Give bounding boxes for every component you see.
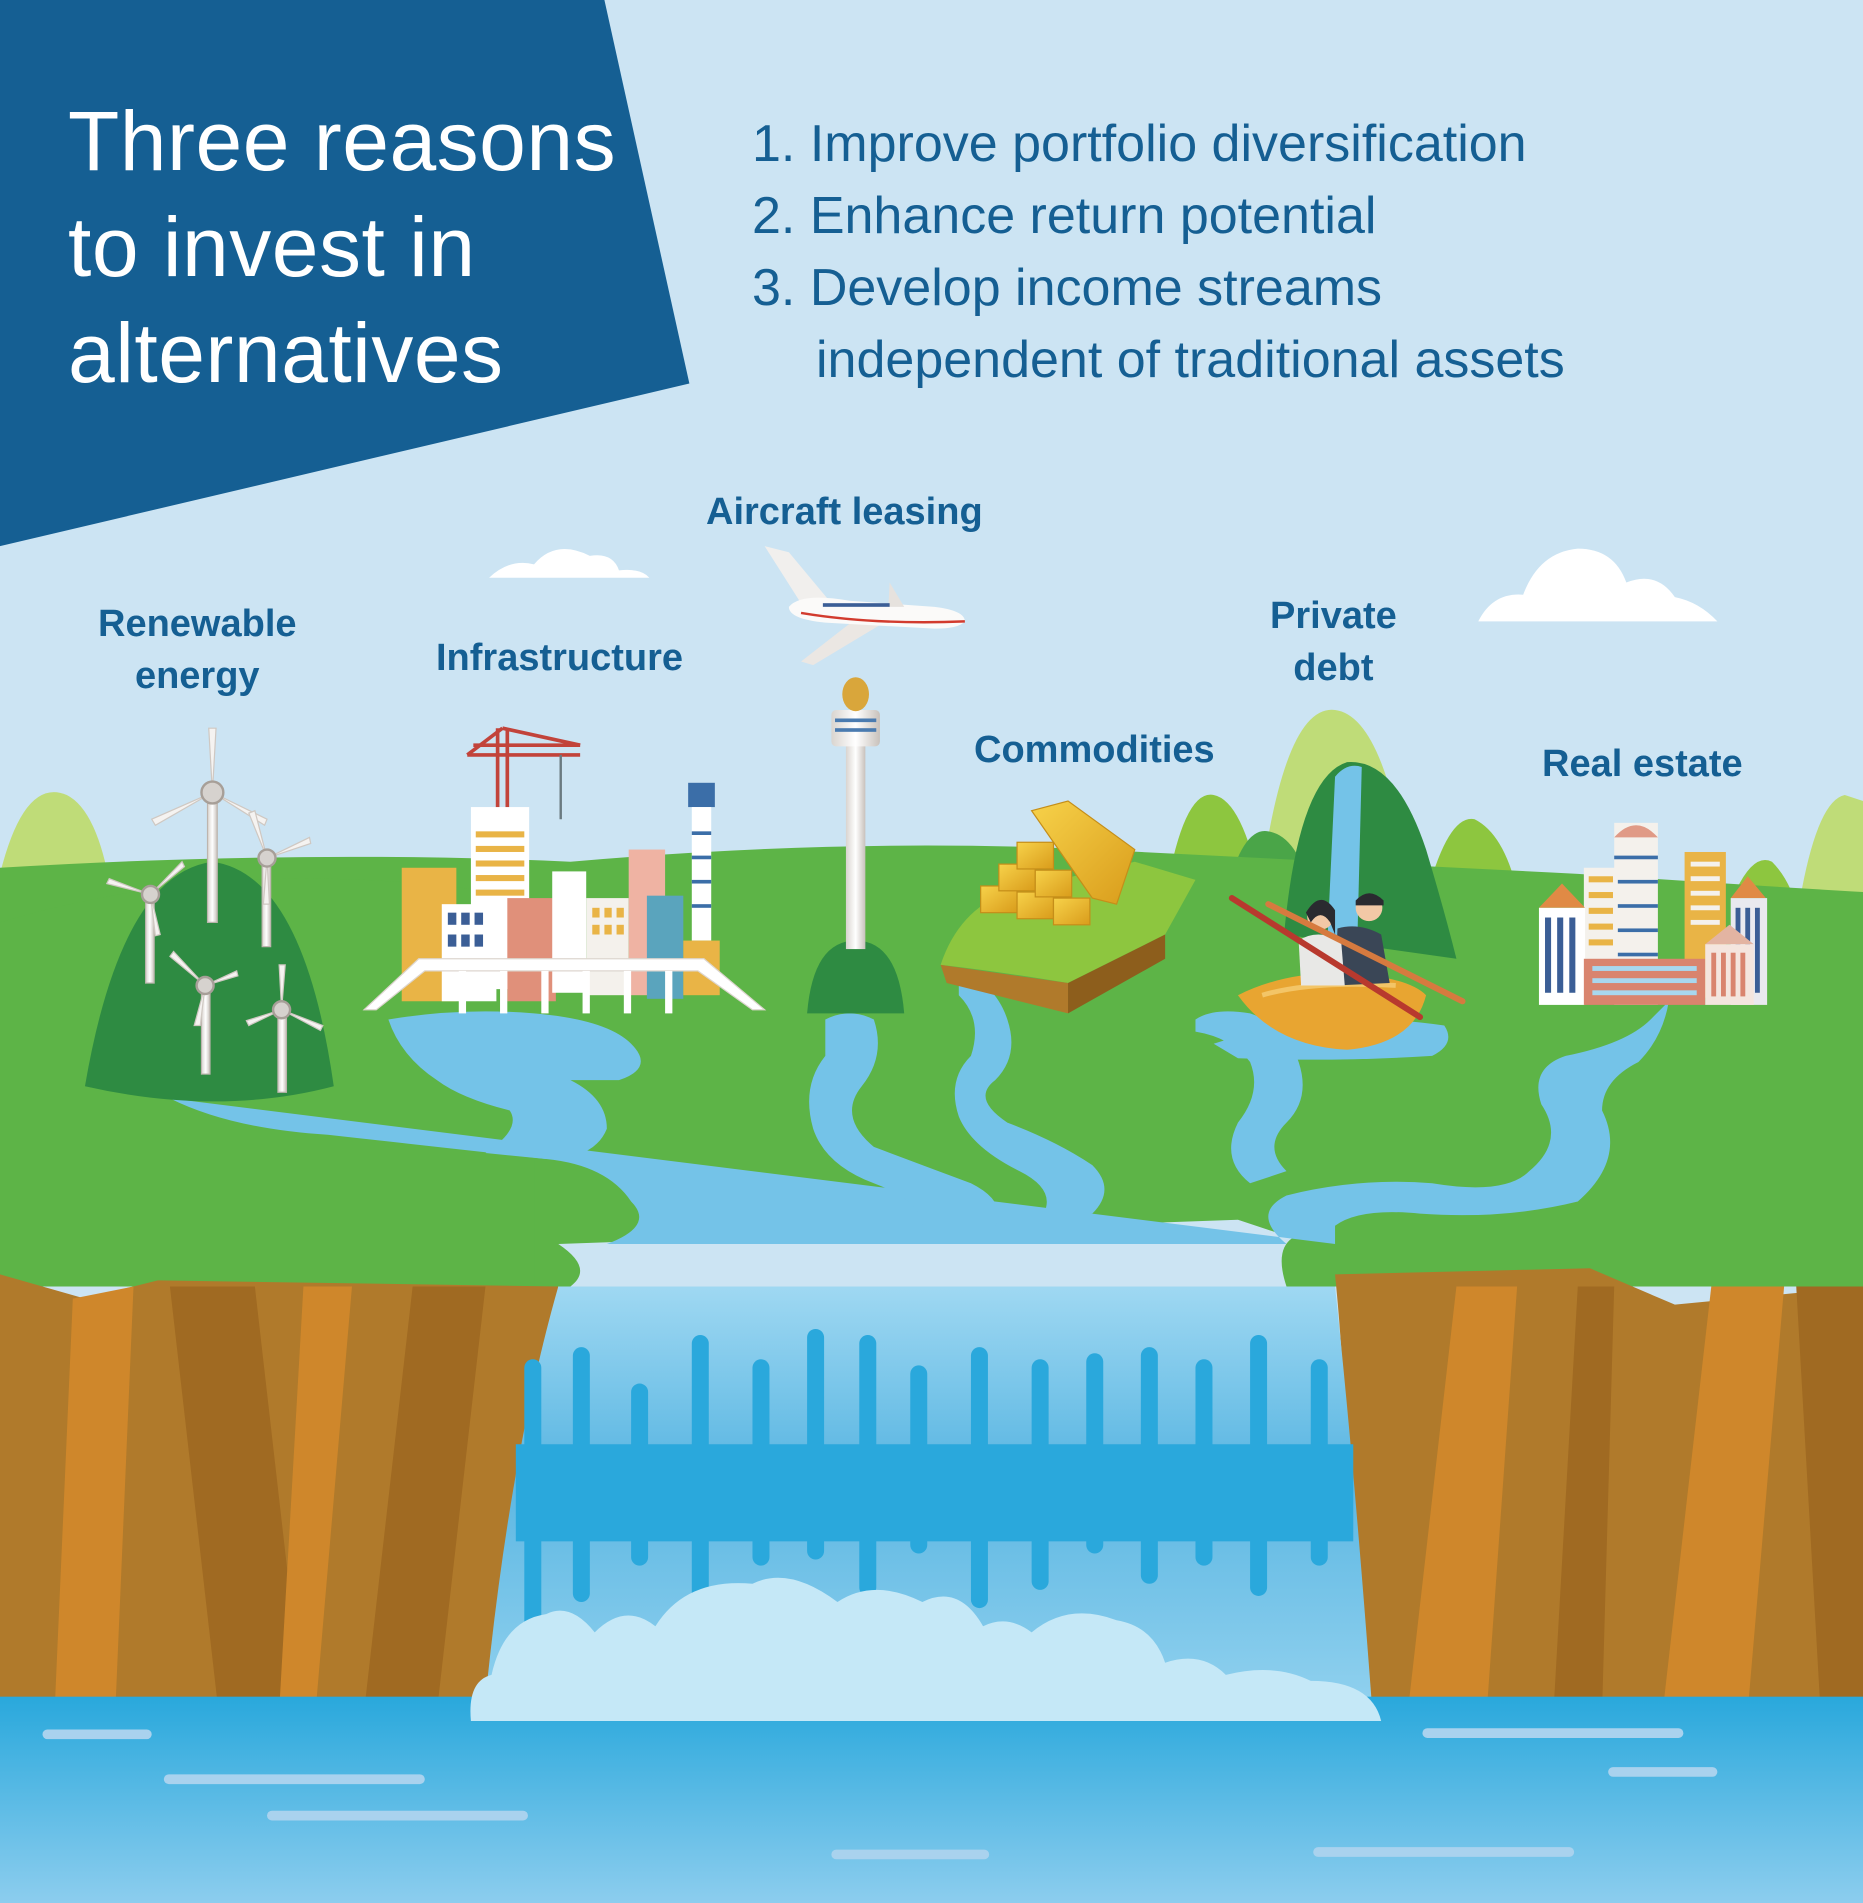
cliffs xyxy=(0,1268,1863,1712)
city-crane-bridge-icon xyxy=(362,726,767,1014)
label-private-debt: Private debt xyxy=(1270,590,1397,694)
title-line: Three reasons xyxy=(68,94,617,188)
label-renewable-energy: Renewable energy xyxy=(98,598,297,702)
page-title: Three reasons to invest in alternatives xyxy=(68,88,616,406)
reason-number: 2. xyxy=(752,187,796,245)
waterfall-streaks xyxy=(515,1328,1354,1651)
label-real-estate: Real estate xyxy=(1542,743,1743,785)
reason-number: 3. xyxy=(752,259,796,317)
gold-bars-icon xyxy=(940,800,1196,1014)
label-line: Renewable xyxy=(98,603,297,645)
reason-continuation: independent of traditional assets xyxy=(816,331,1565,389)
cloud-icon xyxy=(489,548,1718,622)
label-line: Private xyxy=(1270,595,1397,637)
reason-text: Develop income streams xyxy=(809,259,1383,317)
reason-text: Improve portfolio diversification xyxy=(809,115,1527,173)
airplane-icon xyxy=(764,546,965,666)
wind-turbines-icon xyxy=(84,727,334,1102)
label-line: debt xyxy=(1293,647,1374,689)
title-line: alternatives xyxy=(68,306,504,400)
reasons-list: 1. Improve portfolio diversification 2. … xyxy=(752,108,1565,396)
label-line: energy xyxy=(134,655,260,697)
reason-text: Enhance return potential xyxy=(809,187,1377,245)
buildings-icon xyxy=(1538,822,1768,1005)
control-tower-icon xyxy=(807,677,905,1014)
title-banner xyxy=(0,0,690,547)
title-line: to invest in xyxy=(68,200,476,294)
kayak-couple-icon xyxy=(1228,893,1466,1050)
reason-item: 3. Develop income streams xyxy=(752,252,1565,324)
splash xyxy=(470,1577,1382,1721)
label-aircraft-leasing: Aircraft leasing xyxy=(706,491,983,533)
pool xyxy=(0,1696,1863,1903)
reason-item: 1. Improve portfolio diversification xyxy=(752,108,1565,180)
reason-number: 1. xyxy=(752,115,796,173)
label-infrastructure: Infrastructure xyxy=(436,637,684,679)
reason-item: 2. Enhance return potential xyxy=(752,180,1565,252)
label-commodities: Commodities xyxy=(974,729,1215,771)
